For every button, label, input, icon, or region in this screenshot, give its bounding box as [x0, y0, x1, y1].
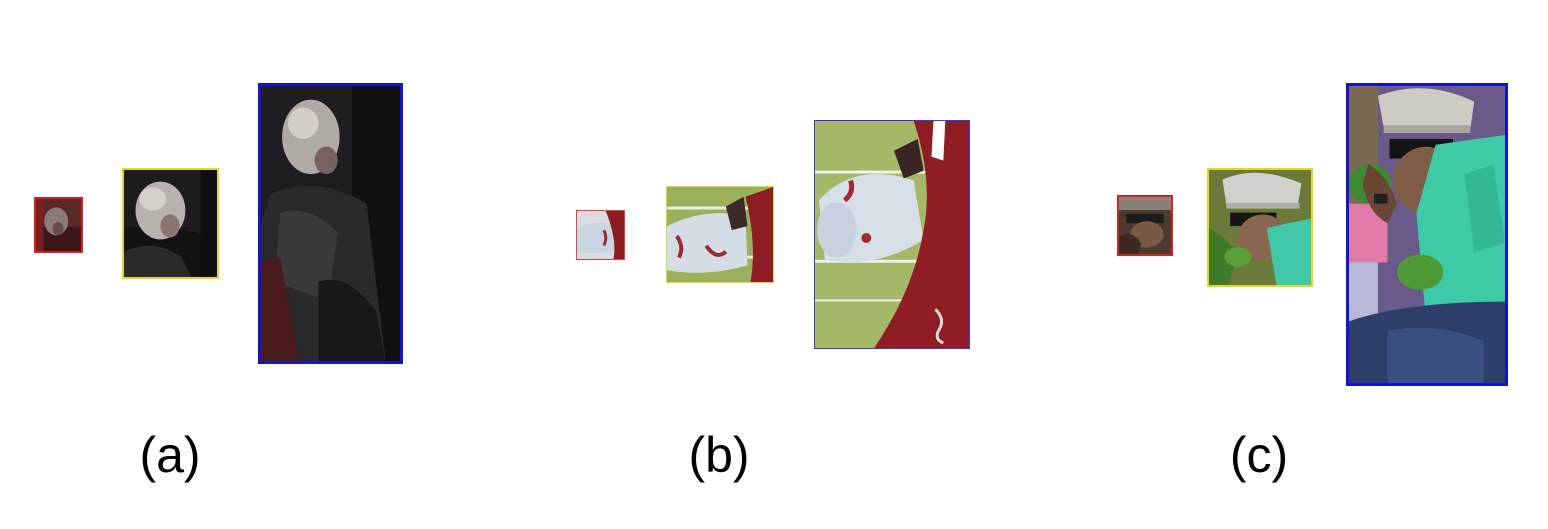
panel-a-medium-image [124, 170, 217, 277]
panel-a-caption: (a) [139, 427, 201, 483]
panel-b-caption: (b) [688, 427, 750, 483]
panel-c-medium-image [1209, 170, 1311, 285]
panel-c-small-crop [1117, 195, 1173, 256]
panel-b-medium-crop [666, 186, 774, 283]
panel-c-large-crop [1346, 83, 1508, 386]
panel-b-large-image [815, 121, 969, 348]
panel-b-small-crop [576, 210, 625, 260]
panel-c-caption: (c) [1229, 427, 1289, 483]
panel-b-small-image [577, 211, 624, 259]
panel-b-medium-image [667, 187, 773, 282]
panel-a-small-crop [34, 197, 83, 253]
panel-c-large-image [1349, 86, 1505, 383]
panel-c-small-image [1119, 197, 1171, 254]
panel-a-large-image [261, 86, 400, 361]
panel-a-small-image [36, 199, 81, 251]
panel-b-large-crop [814, 120, 970, 349]
panel-a-medium-crop [122, 168, 219, 279]
panel-c-medium-crop [1207, 168, 1313, 287]
panel-a-large-crop [258, 83, 403, 364]
